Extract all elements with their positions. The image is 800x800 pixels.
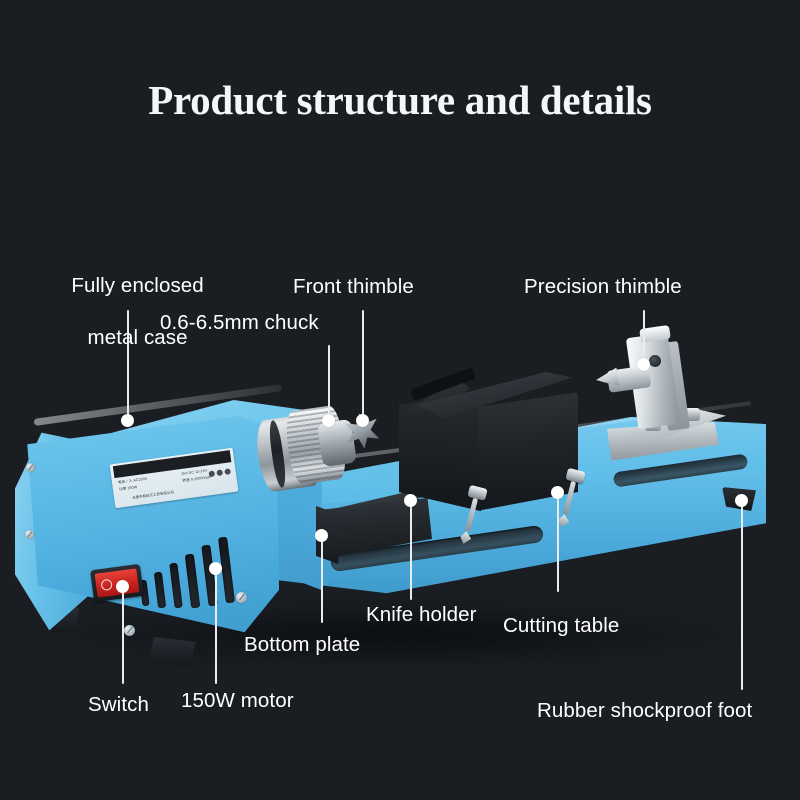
- callout-dot-front-thimble: [356, 414, 369, 427]
- leader-line-front-thimble: [362, 310, 364, 420]
- label-metal-case-line2: metal case: [87, 326, 188, 349]
- label-knife-holder: Knife holder: [366, 603, 477, 626]
- leader-line-knife-holder: [410, 500, 412, 600]
- sticker-maker: 永康市航纪元工贸有限公司: [132, 490, 175, 500]
- leader-line-switch: [122, 586, 124, 684]
- cert-mark-3: [224, 468, 232, 476]
- label-cutting-table: Cutting table: [503, 614, 620, 637]
- cert-mark-1: [208, 470, 216, 478]
- sticker-output: Out DC 12-24V: [181, 468, 208, 476]
- power-switch-o-symbol: [100, 578, 113, 592]
- label-metal-case-line1: Fully enclosed: [71, 274, 204, 297]
- label-motor: 150W motor: [181, 689, 294, 712]
- leader-line-bottom-plate: [321, 535, 323, 623]
- screw-side-lower: [25, 530, 34, 539]
- callout-dot-bottom-plate: [315, 529, 328, 542]
- label-front-thimble: Front thimble: [293, 275, 414, 298]
- label-chuck: 0.6-6.5mm chuck: [160, 311, 319, 334]
- sticker-speed: 转速 0-20000rpm: [182, 474, 212, 483]
- leader-line-precision-thimble: [643, 310, 645, 364]
- clamp-lever-right-stem: [562, 480, 577, 516]
- callout-dot-precision-thimble: [637, 358, 650, 371]
- sticker-input: 电压 / 入 AC230V: [117, 476, 148, 485]
- label-metal-case: Fully enclosed metal case: [26, 247, 226, 377]
- clamp-lever-left-stem: [464, 497, 479, 533]
- cert-mark-2: [216, 469, 224, 477]
- screw-front-lower-left: [124, 625, 135, 636]
- leader-line-rubber-foot: [741, 500, 743, 690]
- sticker-power: 功率 150W: [118, 485, 138, 492]
- label-switch: Switch: [88, 693, 149, 716]
- callout-dot-motor: [209, 562, 222, 575]
- callout-dot-knife-holder: [404, 494, 417, 507]
- leader-line-motor: [215, 568, 217, 684]
- label-precision-thimble: Precision thimble: [524, 275, 682, 298]
- page-title: Product structure and details: [148, 77, 652, 123]
- clamp-lever-right-tip: [557, 513, 571, 528]
- leader-line-chuck: [328, 345, 330, 420]
- callout-dot-switch: [116, 580, 129, 593]
- label-rubber-foot: Rubber shockproof foot: [537, 699, 753, 722]
- label-bottom-plate: Bottom plate: [244, 633, 361, 656]
- sticker-certification-marks: [208, 468, 232, 478]
- callout-dot-chuck: [322, 414, 335, 427]
- callout-dot-rubber-foot: [735, 494, 748, 507]
- clamp-lever-left-tip: [459, 530, 473, 545]
- callout-dot-metal-case: [121, 414, 134, 427]
- leader-line-metal-case: [127, 310, 129, 420]
- callout-dot-cutting-table: [551, 486, 564, 499]
- screw-front-lower-right: [236, 592, 247, 603]
- screw-side-upper: [26, 463, 35, 472]
- leader-line-cutting-table: [557, 492, 559, 592]
